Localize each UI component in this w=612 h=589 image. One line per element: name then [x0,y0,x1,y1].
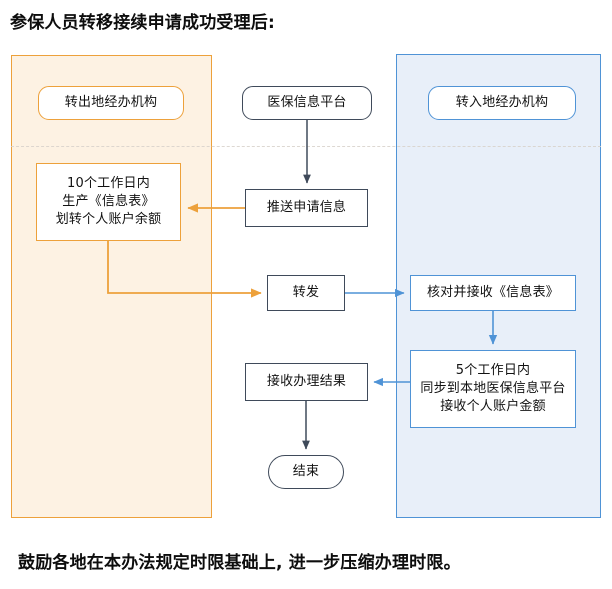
dashed-separator [11,146,601,147]
node-end[interactable]: 结束 [268,455,344,489]
footer-note: 鼓励各地在本办法规定时限基础上, 进一步压缩办理时限。 [18,553,461,573]
node-transfer-out-org[interactable]: 转出地经办机构 [38,86,184,120]
node-forward[interactable]: 转发 [267,275,345,311]
node-transfer-in-org[interactable]: 转入地经办机构 [428,86,576,120]
node-receive-result[interactable]: 接收办理结果 [245,363,368,401]
page-title: 参保人员转移接续申请成功受理后: [10,13,275,33]
lane-transfer-out [11,55,212,518]
node-insurance-platform[interactable]: 医保信息平台 [242,86,372,120]
node-in-task[interactable]: 5个工作日内 同步到本地医保信息平台 接收个人账户金额 [410,350,576,428]
node-push-request[interactable]: 推送申请信息 [245,189,368,227]
node-verify-receive[interactable]: 核对并接收《信息表》 [410,275,576,311]
node-out-task[interactable]: 10个工作日内 生产《信息表》 划转个人账户余额 [36,163,181,241]
